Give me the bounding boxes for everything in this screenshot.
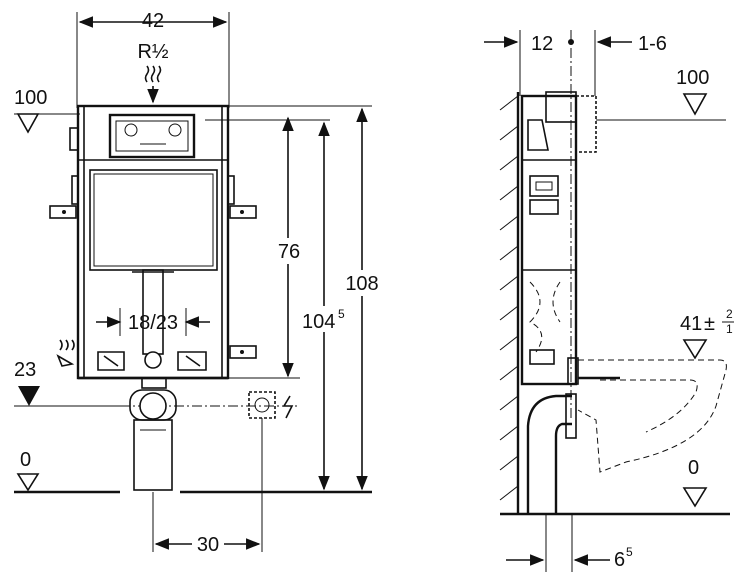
flush-pipe-spacing-dimension: 18/23	[96, 308, 210, 336]
side-level-0-icon	[682, 487, 708, 508]
flush-plate	[108, 113, 196, 159]
water-supply-icon	[144, 65, 162, 104]
front-level-100-label: 100	[14, 87, 47, 109]
wall	[499, 92, 520, 514]
side-level-41-icon	[682, 339, 708, 360]
width-label: 42	[142, 10, 164, 32]
dim-108-label: 108	[345, 273, 378, 295]
dim-6-superscript: 5	[626, 545, 633, 559]
side-view: 12 1-6	[484, 30, 734, 572]
side-level-0-label: 0	[688, 457, 699, 479]
offset-dimension: 30	[152, 418, 263, 556]
side-frame	[520, 91, 597, 386]
waste-pipe	[129, 389, 177, 491]
front-level-0-label: 0	[20, 449, 31, 471]
depth-1-6-label: 1-6	[638, 33, 667, 55]
front-level-23-label: 23	[14, 359, 36, 381]
dim-104-label: 104	[302, 311, 335, 333]
side-waste-pipe	[526, 393, 577, 514]
level-triangle-icon	[16, 113, 40, 134]
level-0-triangle-icon	[16, 473, 40, 492]
level-23-triangle-icon	[18, 386, 40, 406]
depth-12-label: 12	[531, 33, 553, 55]
side-level-41-upper: 2	[726, 307, 733, 321]
bottom-dimension: 6 5	[506, 514, 633, 572]
dim-76: 76	[272, 116, 306, 378]
side-level-100-label: 100	[676, 67, 709, 89]
dim-76-label: 76	[278, 241, 300, 263]
dim-6-label: 6	[614, 549, 625, 571]
side-level-100-icon	[682, 93, 708, 116]
side-level-41-label: 41	[680, 313, 702, 335]
offset-label: 30	[197, 534, 219, 556]
electrical-icon	[248, 391, 294, 419]
connection-label: R½	[137, 41, 168, 63]
dim-104: 104 5	[300, 121, 352, 491]
dim-108: 108	[342, 107, 382, 491]
side-level-41-pm: ±	[704, 313, 715, 335]
spacing-label: 18/23	[128, 312, 178, 334]
frame-body	[49, 104, 257, 389]
width-dimension: 42	[76, 10, 230, 108]
depth-dimension: 12 1-6	[484, 30, 667, 420]
drain-icon	[56, 339, 75, 367]
side-level-41-lower: 1	[726, 322, 733, 336]
dim-104-superscript: 5	[338, 307, 345, 321]
wc-bowl	[577, 359, 727, 473]
front-view: 42 R½ 100	[14, 10, 382, 556]
